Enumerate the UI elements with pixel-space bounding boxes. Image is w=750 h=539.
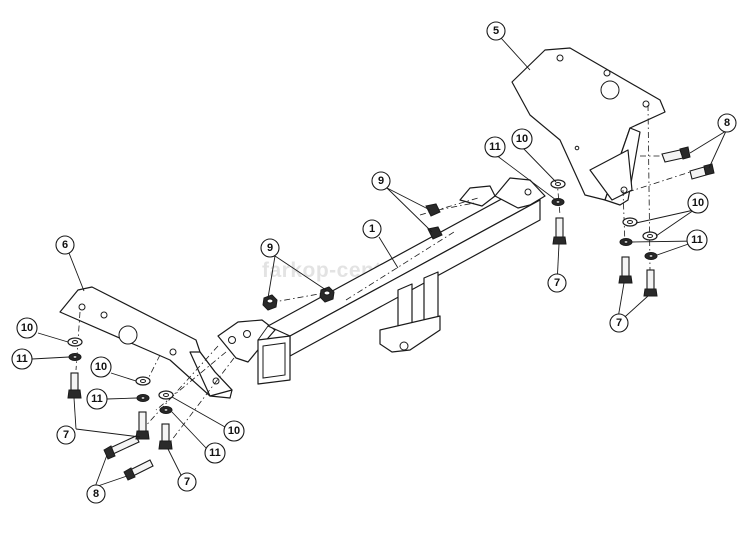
callout-10-left-a: 10 bbox=[16, 317, 38, 339]
svg-text:11: 11 bbox=[16, 353, 28, 365]
nut-9-left-b bbox=[319, 286, 335, 303]
svg-text:6: 6 bbox=[62, 239, 68, 251]
washer-10-right-b bbox=[622, 217, 638, 227]
svg-text:10: 10 bbox=[228, 425, 240, 437]
left-bracket-part-6 bbox=[59, 286, 233, 399]
callout-9-right: 9 bbox=[371, 171, 391, 191]
bolt-7-right-a bbox=[552, 217, 567, 245]
bolt-7-right-b bbox=[618, 256, 633, 284]
lock-washer-11-right-a bbox=[551, 198, 565, 206]
svg-text:11: 11 bbox=[489, 141, 501, 153]
callout-11-left-b: 11 bbox=[86, 388, 108, 410]
callout-11-left-c: 11 bbox=[204, 442, 226, 464]
bolt-7-left-a bbox=[67, 372, 82, 399]
lock-washer-11-right-b bbox=[619, 238, 633, 246]
svg-text:9: 9 bbox=[267, 242, 273, 254]
svg-text:7: 7 bbox=[554, 277, 560, 289]
callout-1: 1 bbox=[362, 219, 382, 239]
lock-washer-11-left-b bbox=[136, 394, 150, 402]
svg-text:7: 7 bbox=[184, 476, 190, 488]
svg-text:1: 1 bbox=[369, 223, 375, 235]
svg-text:10: 10 bbox=[516, 133, 528, 145]
callout-9-left: 9 bbox=[260, 238, 280, 258]
bolt-8-left-upper bbox=[103, 435, 140, 460]
callout-10-right: 10 bbox=[687, 192, 709, 214]
svg-text:10: 10 bbox=[692, 197, 704, 209]
washer-10-left-c bbox=[158, 390, 174, 400]
callout-11-right: 11 bbox=[686, 229, 708, 251]
lock-washer-11-left-a bbox=[68, 353, 82, 361]
callout-11-right-top: 11 bbox=[484, 136, 506, 158]
lock-washer-11-left-c bbox=[159, 406, 173, 414]
svg-text:7: 7 bbox=[616, 317, 622, 329]
bolt-8-left-lower bbox=[123, 459, 154, 481]
callout-6: 6 bbox=[55, 235, 75, 255]
bolt-7-left-c bbox=[158, 423, 173, 450]
bolt-8-right-lower bbox=[689, 163, 715, 180]
nut-9-left-a bbox=[262, 294, 278, 311]
svg-text:8: 8 bbox=[93, 488, 99, 500]
bolt-7-left-b bbox=[135, 411, 150, 440]
callout-7-right-b: 7 bbox=[609, 313, 629, 333]
svg-text:11: 11 bbox=[209, 447, 221, 459]
svg-text:5: 5 bbox=[493, 25, 499, 37]
svg-text:11: 11 bbox=[91, 393, 103, 405]
svg-text:10: 10 bbox=[95, 361, 107, 373]
callout-10-right-top: 10 bbox=[511, 128, 533, 150]
washer-10-left-a bbox=[67, 337, 83, 347]
svg-text:7: 7 bbox=[63, 429, 69, 441]
washer-10-right-c bbox=[642, 231, 658, 241]
svg-text:8: 8 bbox=[724, 117, 730, 129]
bolt-8-right-upper bbox=[661, 146, 691, 163]
callout-7-right-a: 7 bbox=[547, 273, 567, 293]
callout-11-left-a: 11 bbox=[11, 348, 33, 370]
nut-9-right-a bbox=[425, 203, 441, 217]
svg-text:10: 10 bbox=[21, 322, 33, 334]
callout-7-left-c: 7 bbox=[177, 472, 197, 492]
washer-10-left-b bbox=[135, 376, 151, 386]
lock-washer-11-right-c bbox=[644, 252, 658, 260]
right-bracket-part-5 bbox=[511, 47, 666, 206]
washer-10-right-a bbox=[550, 179, 566, 189]
nut-9-right-b bbox=[427, 226, 443, 240]
callout-8-right: 8 bbox=[717, 113, 737, 133]
callout-7-left-a: 7 bbox=[56, 425, 76, 445]
callout-10-left-c: 10 bbox=[223, 420, 245, 442]
callout-10-left-b: 10 bbox=[90, 356, 112, 378]
bolt-7-right-c bbox=[643, 269, 658, 297]
svg-text:9: 9 bbox=[378, 175, 384, 187]
svg-text:11: 11 bbox=[691, 234, 703, 246]
callout-8-left: 8 bbox=[86, 484, 106, 504]
callout-5: 5 bbox=[486, 21, 506, 41]
